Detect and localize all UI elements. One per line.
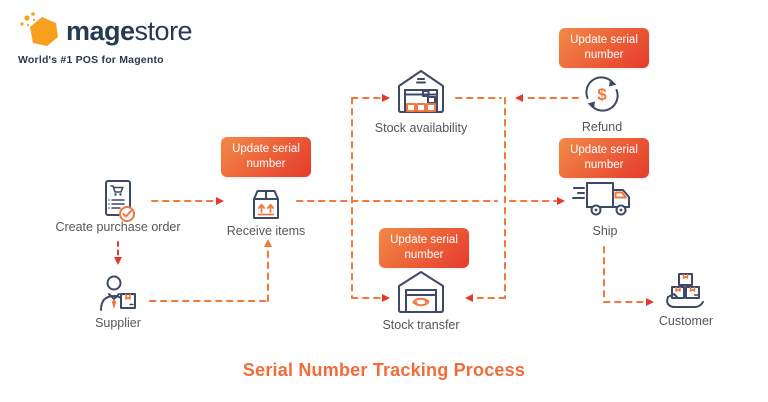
badge-text-line2: number [584,159,624,171]
customer-icon [666,273,704,308]
create-purchase-order-icon [105,180,135,222]
update-serial-badge-refund: Update serial number [559,28,649,68]
supplier-icon [100,275,136,311]
diagram-title: Serial Number Tracking Process [242,360,526,380]
update-serial-badge-transfer: Update serial number [379,228,469,268]
logo-tagline: World's #1 POS for Magento [18,54,164,66]
refund-icon: $ [585,76,619,112]
badge-text-line2: number [404,249,444,261]
ship-label: Ship [592,224,618,238]
supplier-label: Supplier [95,316,141,330]
badge-text-line1: Update serial [570,144,638,157]
refund-label: Refund [581,120,623,134]
update-serial-badge-ship: Update serial number [559,138,649,178]
arrowheads [114,94,654,306]
logo-wordmark: magestore [66,15,193,47]
stock-transfer-label: Stock transfer [382,318,460,332]
customer-label: Customer [658,314,714,328]
refund-dollar-symbol: $ [597,85,607,104]
badge-text-line1: Update serial [570,34,638,47]
update-serial-badge-receive: Update serial number [221,137,311,177]
logo-wordmark-bold: mage [66,15,135,46]
magestore-hexagon-icon [20,12,58,46]
stock-availability-icon [398,70,444,113]
magestore-logo: magestore World's #1 POS for Magento [18,10,193,66]
badge-text-line2: number [584,49,624,61]
stock-availability-label: Stock availability [374,121,468,135]
badge-text-line1: Update serial [232,143,300,156]
receive-items-icon [253,190,279,219]
receive-items-label: Receive items [226,224,306,238]
stock-transfer-icon [398,271,444,313]
badge-text-line1: Update serial [390,234,458,247]
logo-wordmark-light: store [134,15,193,46]
create-purchase-order-label: Create purchase order [55,220,181,234]
ship-icon [572,182,630,216]
badge-text-line2: number [246,158,286,170]
